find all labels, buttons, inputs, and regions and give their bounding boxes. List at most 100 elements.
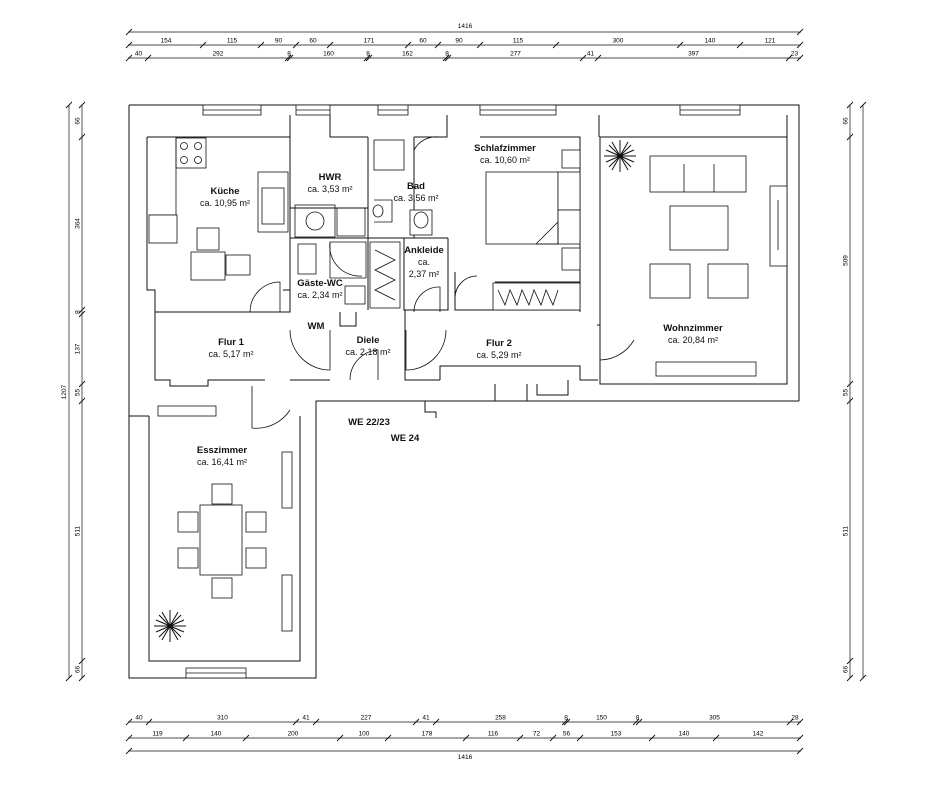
room-name-schlafzimmer: Schlafzimmer xyxy=(474,143,536,154)
dimension-tick xyxy=(78,310,86,318)
room-area-kueche: ca. 10,95 m² xyxy=(200,198,250,208)
dimension-tick xyxy=(442,54,450,62)
dimension-value: 300 xyxy=(613,38,624,45)
room-name-ankleide: Ankleide xyxy=(404,245,444,256)
dimension-tick xyxy=(78,306,86,314)
room-labels: Küche ca. 10,95 m² HWR ca. 3,53 m² Bad c… xyxy=(197,143,723,467)
dimension-tick xyxy=(549,734,557,742)
dimension-value: 116 xyxy=(488,731,499,738)
dimension-tick xyxy=(563,718,571,726)
dimension-tick xyxy=(576,734,584,742)
exterior-walls xyxy=(128,104,800,679)
dimension-value: 137 xyxy=(75,343,82,354)
dimension-value: 41 xyxy=(587,51,595,58)
room-area-diele: ca. 2,18 m² xyxy=(345,347,390,357)
room-area-bad: ca. 3,56 m² xyxy=(393,193,438,203)
dimension-tick xyxy=(796,718,804,726)
dimension-tick xyxy=(432,718,440,726)
dimension-tick xyxy=(786,718,794,726)
dimension-tick xyxy=(65,101,73,109)
dimension-value: 55 xyxy=(843,389,850,397)
dimension-value: 115 xyxy=(227,38,238,45)
dimension-value: 66 xyxy=(75,117,82,125)
dimension-tick xyxy=(125,734,133,742)
dimension-value: 55 xyxy=(75,389,82,397)
dimension-tick xyxy=(846,397,854,405)
dimension-tick xyxy=(292,718,300,726)
room-area-flur2: ca. 5,29 m² xyxy=(476,350,521,360)
dimension-value: 140 xyxy=(679,731,690,738)
dimension-value: 364 xyxy=(75,218,82,229)
dimension-tick xyxy=(286,54,294,62)
dimension-value: 153 xyxy=(611,731,622,738)
dimension-tick xyxy=(412,718,420,726)
dimension-value: 41 xyxy=(422,715,430,722)
room-name-gaeste-wc: Gäste-WC xyxy=(297,278,343,289)
dimension-value: 8 xyxy=(636,715,640,722)
interior-walls xyxy=(129,137,601,418)
dimension-value: 8 xyxy=(75,310,82,314)
dimension-value: 40 xyxy=(135,715,143,722)
dimension-tick xyxy=(846,101,854,109)
plant-icon xyxy=(154,140,636,642)
room-area-ankleide-2: 2,37 m² xyxy=(409,269,440,279)
dim-top-total: 1416 xyxy=(458,23,473,30)
dimension-tick xyxy=(632,718,640,726)
room-name-flur1: Flur 1 xyxy=(218,337,245,348)
dimension-tick xyxy=(257,41,265,49)
dimension-value: 511 xyxy=(75,525,82,536)
dimension-value: 90 xyxy=(275,38,283,45)
dimension-value: 305 xyxy=(709,715,720,722)
dimension-tick xyxy=(561,718,569,726)
dimension-tick xyxy=(78,674,86,682)
dimension-tick xyxy=(796,54,804,62)
dimension-tick xyxy=(859,101,867,109)
dimension-tick xyxy=(145,718,153,726)
dimension-value: 258 xyxy=(495,715,506,722)
wm-label: WM xyxy=(308,321,325,332)
room-name-bad: Bad xyxy=(407,181,425,192)
dimension-tick xyxy=(552,41,560,49)
dimension-value: 142 xyxy=(753,731,764,738)
room-area-schlafzimmer: ca. 10,60 m² xyxy=(480,155,530,165)
dimension-tick xyxy=(579,54,587,62)
dimension-tick xyxy=(796,28,804,36)
room-name-hwr: HWR xyxy=(319,172,342,183)
dimension-ticks xyxy=(65,28,867,755)
stove xyxy=(175,137,207,169)
dimension-value: 162 xyxy=(402,51,413,58)
dimension-tick xyxy=(846,380,854,388)
dimension-tick xyxy=(846,133,854,141)
dimension-tick xyxy=(363,54,371,62)
unit-label-we-22-23: WE 22/23 xyxy=(348,417,390,428)
dimension-value: 119 xyxy=(152,731,163,738)
room-area-esszimmer: ca. 16,41 m² xyxy=(197,457,247,467)
dimension-tick xyxy=(635,718,643,726)
dimension-tick xyxy=(476,41,484,49)
dimension-value: 200 xyxy=(288,731,299,738)
room-area-gaeste-wc: ca. 2,34 m² xyxy=(297,290,342,300)
dimension-tick xyxy=(712,734,720,742)
unit-label-we-24: WE 24 xyxy=(391,433,420,444)
dimension-tick xyxy=(365,54,373,62)
dimension-tick xyxy=(144,54,152,62)
dimension-tick xyxy=(78,397,86,405)
dimension-value: 40 xyxy=(135,51,143,58)
dimension-tick xyxy=(336,734,344,742)
dimension-value: 511 xyxy=(843,525,850,536)
dimension-value: 28 xyxy=(791,715,799,722)
room-name-flur2: Flur 2 xyxy=(486,338,512,349)
dimension-value: 171 xyxy=(364,38,375,45)
dimension-tick xyxy=(796,734,804,742)
dimension-value: 66 xyxy=(843,117,850,125)
dimension-tick xyxy=(859,674,867,682)
dimension-value: 178 xyxy=(422,731,433,738)
dimension-value: 8 xyxy=(445,51,449,58)
dimension-value: 150 xyxy=(596,715,607,722)
dimension-tick xyxy=(594,54,602,62)
dimension-tick xyxy=(785,54,793,62)
dimension-value: 56 xyxy=(563,731,571,738)
dimension-tick xyxy=(242,734,250,742)
